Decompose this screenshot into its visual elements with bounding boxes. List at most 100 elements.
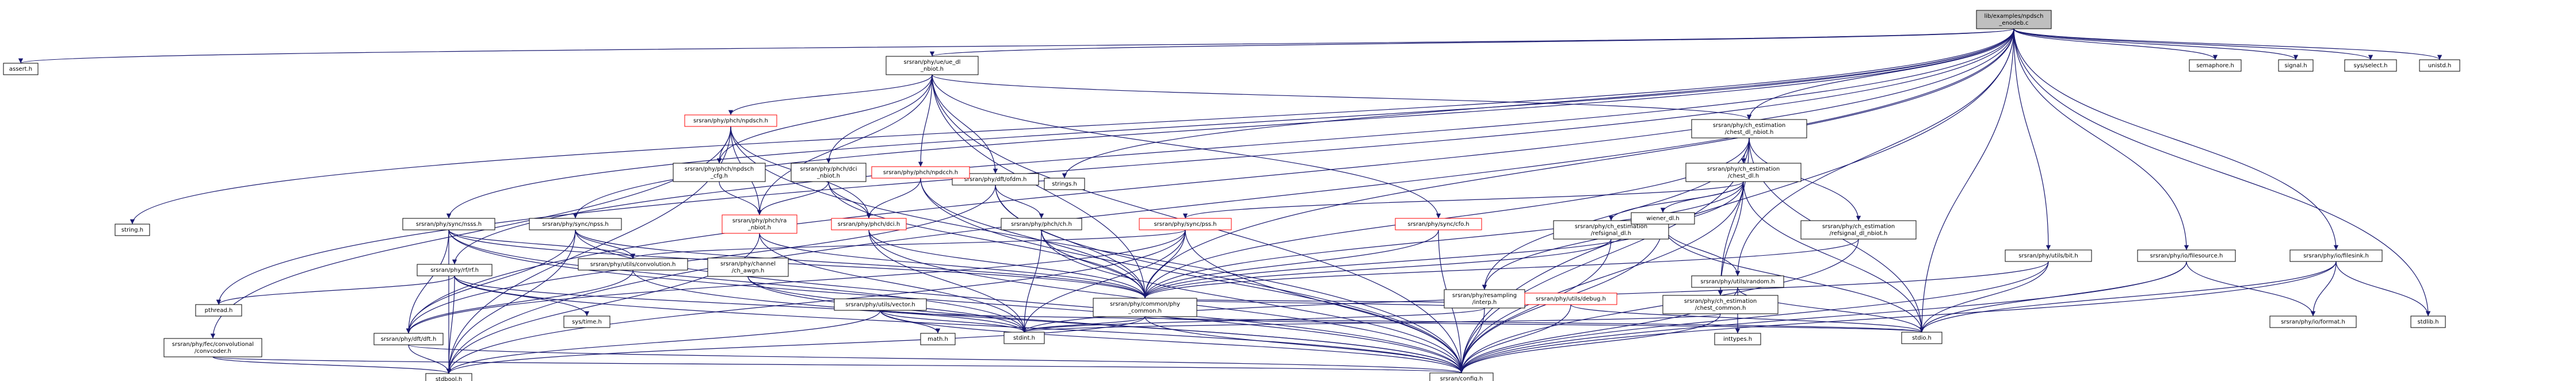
edge-root-to-signal	[2013, 28, 2299, 60]
edge-chawgn-to-config	[747, 276, 1464, 374]
node-srsran-phy-resampling-interp-h[interactable]: srsran/phy/resampling/interp.h	[1444, 289, 1525, 309]
edge-fir-to-stdint	[1021, 229, 1042, 333]
node-srsran-phy-phch-npdsch-cfg-h[interactable]: srsran/phy/phch/npdsch_cfg.h	[673, 163, 766, 182]
node-label: signal.h	[2284, 63, 2307, 69]
node-srsran-phy-sync-cfo-h[interactable]: srsran/phy/sync/cfo.h	[1395, 218, 1482, 230]
node-srsran-phy-dft-dft-h[interactable]: srsran/phy/dft/dft.h	[373, 333, 444, 345]
node-box	[2278, 59, 2314, 72]
node-wiener-dl-h[interactable]: wiener_dl.h	[1631, 212, 1695, 225]
node-srsran-phy-utils-debug-h[interactable]: srsran/phy/utils/debug.h	[1524, 293, 1617, 305]
node-label: srsran/phy/sync/nsss.h	[416, 221, 482, 228]
edge-nbiotue-to-phych	[932, 74, 1751, 120]
edge-root-to-npss	[573, 28, 2014, 219]
edge-root-to-stdio	[1919, 28, 2014, 333]
node-box	[417, 264, 493, 276]
node-srsran-phy-dft-ofdm-h[interactable]: srsran/phy/dft/ofdm.h	[952, 173, 1039, 186]
node-inttypes-h[interactable]: inttypes.h	[1714, 333, 1761, 345]
node-label: srsran/phy/dft/dft.h	[381, 336, 437, 342]
node-srsran-phy-utils-vector-h[interactable]: srsran/phy/utils/vector.h	[834, 298, 927, 311]
edge-phyutilsvector-to-stdbool	[446, 310, 881, 374]
node-srsran-phy-channel-ch-awgn-h[interactable]: srsran/phy/channel/ch_awgn.h	[707, 257, 789, 277]
node-label: srsran/phy/phch/dci.h	[838, 221, 900, 228]
node-srsran-phy-sync-npss-h[interactable]: srsran/phy/sync/npss.h	[529, 218, 622, 230]
node-label: srsran/phy/ch_estimation	[1713, 122, 1785, 129]
node-stdio-h[interactable]: stdio.h	[1901, 332, 1943, 344]
node-srsran-phy-sync-pss-h[interactable]: srsran/phy/sync/pss.h	[1139, 218, 1232, 230]
node-stdbool-h[interactable]: stdbool.h	[425, 373, 472, 381]
edge-nsss-to-convolution	[448, 229, 636, 259]
edge-dcinbiot-to-phycommon	[828, 181, 1148, 299]
node-srsran-phy-phch-dci-h[interactable]: srsran/phy/phch/dci.h	[831, 218, 907, 230]
edge-refnbiot-to-phycommon	[1143, 238, 1859, 299]
node-srsran-phy-phch-dci-nbiot-h[interactable]: srsran/phy/phch/dci_nbiot.h	[791, 163, 867, 182]
node-string-h[interactable]: string.h	[115, 224, 150, 236]
node-label: wiener_dl.h	[1646, 215, 1679, 222]
node-label: _nbiot.h	[920, 66, 944, 72]
node-srsran-phy-phch-npdcch-h[interactable]: srsran/phy/phch/npdcch.h	[871, 166, 970, 179]
edge-filesink-to-stdio	[1919, 261, 2337, 333]
edge-wiener-to-random	[1662, 224, 1741, 276]
node-box	[2137, 249, 2236, 262]
dependency-edges	[18, 28, 2442, 374]
node-srsran-phy-io-filesink-h[interactable]: srsran/phy/io/filesink.h	[2289, 249, 2383, 262]
node-srsran-phy-phch-npdsch-h[interactable]: srsran/phy/phch/npdsch.h	[684, 114, 777, 127]
node-srsran-phy-ue-ue-dl-nbiot-h[interactable]: srsran/phy/ue/ue_dl_nbiot.h	[886, 56, 979, 75]
node-assert-h[interactable]: assert.h	[3, 63, 39, 75]
edge-nsss-to-config	[448, 229, 1464, 374]
node-srsran-phy-utils-bit-h[interactable]: srsran/phy/utils/bit.h	[2005, 249, 2092, 262]
node-srsran-config-h[interactable]: srsran/config.h	[1429, 372, 1494, 381]
node-lib-examples-npdsch-enodeb-c[interactable]: lib/examples/npdsch_enodeb.c	[1976, 10, 2052, 29]
edge-pss-to-stdbool	[446, 229, 1186, 374]
node-stdlib-h[interactable]: stdlib.h	[2410, 315, 2446, 328]
node-sys-select-h[interactable]: sys/select.h	[2344, 59, 2397, 72]
node-box	[722, 214, 797, 234]
node-unistd-h[interactable]: unistd.h	[2419, 59, 2460, 72]
node-srsran-phy-ch-estimation-refsignal-dl-nbiot-h[interactable]: srsran/phy/ch_estimation/refsignal_dl_nb…	[1800, 220, 1917, 240]
edge-dftbase-to-fir	[995, 184, 1044, 219]
node-srsran-phy-phch-ra-nbiot-h[interactable]: srsran/phy/phch/ra_nbiot.h	[722, 214, 797, 234]
node-box	[673, 163, 766, 182]
node-srsran-phy-io-format-h[interactable]: srsran/phy/io/format.h	[2269, 315, 2357, 328]
node-srsran-phy-ch-estimation-chest-dl-h[interactable]: srsran/phy/ch_estimation/chest_dl.h	[1685, 163, 1802, 182]
node-srsran-phy-ch-estimation-chest-dl-nbiot-h[interactable]: srsran/phy/ch_estimation/chest_dl_nbiot.…	[1691, 119, 1807, 138]
node-srsran-phy-fec-convolutional-convcoder-h[interactable]: srsran/phy/fec/convolutional/convcoder.h	[163, 338, 262, 357]
node-box	[707, 257, 789, 277]
node-srsran-phy-utils-convolution-h[interactable]: srsran/phy/utils/convolution.h	[578, 258, 688, 271]
node-label: srsran/phy/rf/rf.h	[430, 267, 479, 274]
edge-phyutilsvector-to-stdio	[880, 310, 1924, 333]
node-sys-time-h[interactable]: sys/time.h	[563, 315, 610, 328]
node-strings-h[interactable]: strings.h	[1044, 178, 1085, 190]
node-signal-h[interactable]: signal.h	[2278, 59, 2314, 72]
edge-root-to-stdbool	[446, 28, 2014, 374]
edge-root-to-sysselect	[2013, 28, 2373, 60]
node-box	[920, 333, 956, 345]
node-srsran-phy-sync-nsss-h[interactable]: srsran/phy/sync/nsss.h	[402, 218, 495, 230]
node-pthread-h[interactable]: pthread.h	[195, 304, 242, 317]
edge-dftdft-to-stdbool	[408, 344, 452, 374]
edge-nbiotue-to-phycommon	[932, 74, 1148, 299]
node-stdint-h[interactable]: stdint.h	[1003, 332, 1045, 344]
node-label: lib/examples/npdsch	[1985, 13, 2044, 20]
node-srsran-phy-rf-rf-h[interactable]: srsran/phy/rf/rf.h	[417, 264, 493, 276]
node-label: srsran/phy/sync/npss.h	[542, 221, 608, 228]
edge-chest-to-wiener	[1660, 181, 1744, 213]
node-srsran-phy-utils-random-h[interactable]: srsran/phy/utils/random.h	[1691, 275, 1784, 288]
edge-phyutilsvector-to-stdint	[880, 310, 1027, 333]
node-math-h[interactable]: math.h	[920, 333, 956, 345]
node-label: srsran/phy/sync/pss.h	[1154, 221, 1216, 228]
edge-chest-to-stdio	[1743, 181, 1925, 333]
node-label: srsran/phy/fec/convolutional	[172, 341, 254, 348]
node-srsran-phy-common-phy-common-h[interactable]: srsran/phy/common/phy_common.h	[1093, 298, 1197, 317]
node-label: srsran/phy/utils/random.h	[1700, 279, 1774, 285]
node-srsran-phy-io-filesource-h[interactable]: srsran/phy/io/filesource.h	[2137, 249, 2236, 262]
node-box	[952, 173, 1039, 186]
node-box	[834, 298, 927, 311]
edge-chest-to-pss	[1183, 181, 1744, 219]
node-box	[2410, 315, 2446, 328]
node-box	[684, 114, 777, 127]
edge-root-to-semaphore	[2013, 28, 2218, 60]
node-semaphore-h[interactable]: semaphore.h	[2189, 59, 2242, 72]
node-srsran-phy-ch-estimation-chest-common-h[interactable]: srsran/phy/ch_estimation/chest_common.h	[1662, 295, 1779, 314]
node-srsran-phy-phch-ch-h[interactable]: srsran/phy/phch/ch.h	[1001, 218, 1082, 230]
